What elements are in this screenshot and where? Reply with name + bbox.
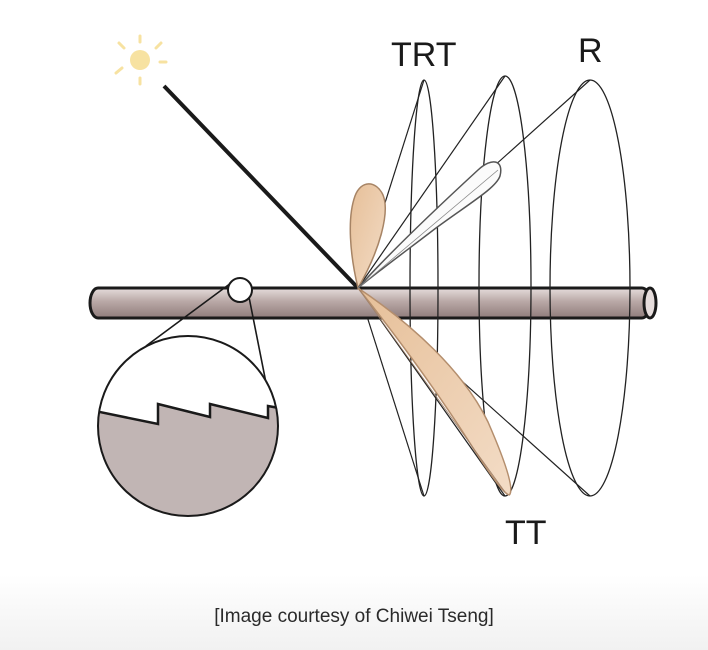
sun-icon (114, 34, 168, 86)
label-tt: TT (505, 514, 547, 552)
r-lobe (357, 161, 502, 289)
r-cone (549, 79, 631, 497)
label-trt: TRT (391, 36, 456, 74)
scattering-lobes (349, 161, 512, 496)
tt-lobe (357, 287, 512, 496)
tt-cone (478, 75, 532, 497)
label-r: R (578, 32, 603, 70)
trt-cone (409, 79, 439, 497)
cuticle-magnifier (97, 277, 279, 517)
image-caption: [Image courtesy of Chiwei Tseng] (214, 606, 494, 627)
trt-lobe (349, 183, 386, 290)
cuticle-scales (98, 404, 278, 516)
magnifier-spot (227, 277, 253, 303)
incident-ray (162, 84, 360, 290)
scattering-cones (409, 75, 631, 497)
